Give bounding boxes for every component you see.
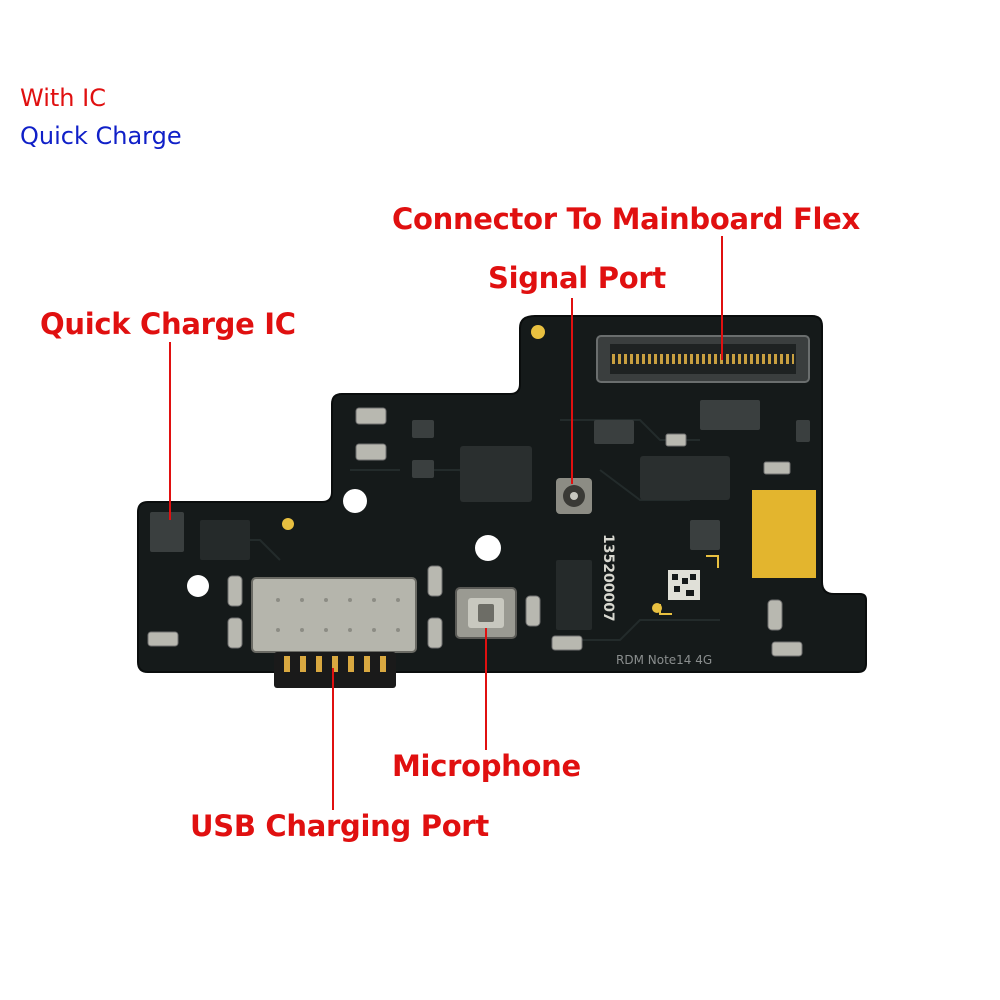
metal-pads [147, 407, 803, 657]
microphone-component [455, 587, 517, 639]
mounting-hole [475, 535, 501, 561]
tag-with-ic: With IC [20, 84, 106, 112]
label-quick-charge-ic: Quick Charge IC [40, 307, 296, 341]
mounting-hole [187, 575, 209, 597]
signal-port [556, 478, 592, 514]
label-microphone: Microphone [392, 749, 581, 783]
smd-components [150, 400, 810, 630]
mainboard-connector [596, 335, 810, 383]
tag-quick-charge: Quick Charge [20, 122, 182, 150]
gold-pad [282, 518, 294, 530]
data-matrix [659, 555, 719, 615]
board-serial: 135200007 [600, 534, 616, 622]
label-connector: Connector To Mainboard Flex [392, 202, 860, 236]
gold-sticker [752, 490, 816, 578]
label-signal-port: Signal Port [488, 261, 666, 295]
usb-c-port [251, 577, 417, 688]
mounting-hole [343, 489, 367, 513]
label-usb-port: USB Charging Port [190, 809, 489, 843]
callout-lines [169, 236, 723, 810]
gold-pad [531, 325, 545, 339]
board-model: RDM Note14 4G [616, 653, 712, 667]
